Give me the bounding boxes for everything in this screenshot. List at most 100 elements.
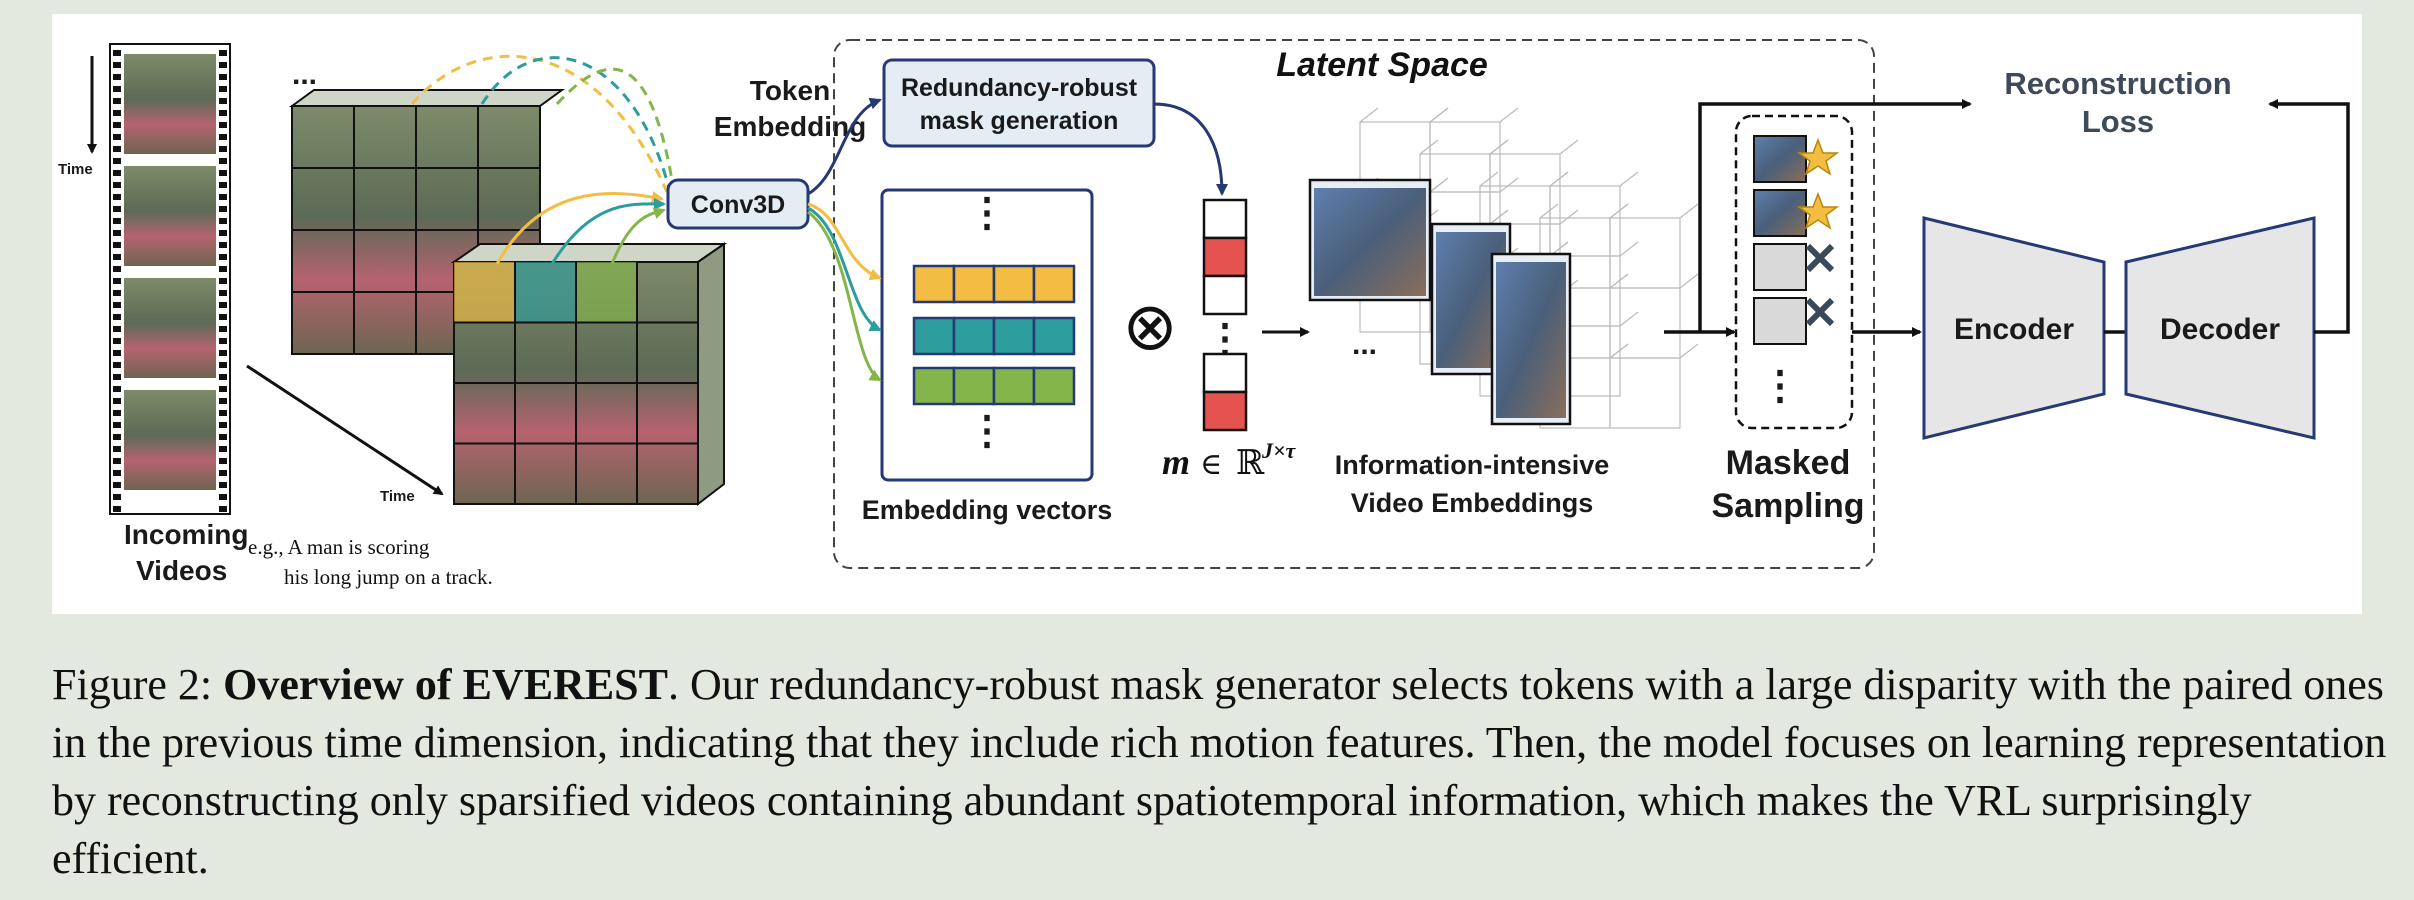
sprocket-hole (113, 158, 121, 164)
arrow-to-green-row (807, 210, 882, 382)
sprocket-hole (113, 242, 121, 248)
embedding-vdots-bottom: ⋮ (967, 409, 1007, 453)
mask-generation-label-line2: mask generation (920, 107, 1119, 135)
sprocket-hole (219, 182, 227, 188)
highlight-token-yellow (454, 262, 515, 322)
sprocket-hole (113, 446, 121, 452)
selected-token-blocks (1308, 178, 1572, 426)
sprocket-hole (219, 242, 227, 248)
decoder-block (2124, 216, 2316, 440)
latent-space-label: Latent Space (1276, 46, 1488, 84)
reconstruction-loss-label-line1: Reconstruction (2004, 66, 2231, 101)
sprocket-hole (219, 470, 227, 476)
sprocket-hole (113, 350, 121, 356)
embedding-cell-green (1032, 366, 1076, 406)
sprocket-hole (113, 506, 121, 512)
sprocket-hole (219, 146, 227, 152)
arrow-maskgen-to-mask (1153, 102, 1228, 196)
sprocket-hole (113, 86, 121, 92)
kept-token-2 (1753, 189, 1807, 237)
sprocket-hole (219, 86, 227, 92)
sprocket-hole (219, 170, 227, 176)
sprocket-hole (219, 326, 227, 332)
embedding-cell-teal (912, 316, 956, 356)
sprocket-hole (219, 494, 227, 500)
sprocket-hole (219, 386, 227, 392)
highlight-token-teal (515, 262, 576, 322)
time-label-diagonal: Time (380, 488, 415, 505)
video-frame-1 (124, 54, 216, 154)
decoder-label: Decoder (2160, 313, 2280, 346)
sprocket-hole (219, 50, 227, 56)
caption-body: . Our redundancy-robust mask generator s… (52, 660, 2387, 883)
lattice-edge (1609, 203, 1629, 219)
sprocket-hole (113, 122, 121, 128)
curve-teal-dashed (480, 56, 672, 193)
example-caption-line2: his long jump on a track. (284, 565, 493, 589)
highlight-token-green (576, 262, 637, 322)
sprocket-hole (113, 398, 121, 404)
sprocket-hole (113, 410, 121, 416)
lattice-edge (1609, 273, 1629, 289)
front-cube-grid (454, 262, 698, 504)
sprocket-hole (113, 218, 121, 224)
incoming-videos-label-line2: Videos (136, 555, 227, 586)
video-frame-4 (124, 390, 216, 490)
mask-generation-label-line1: Redundancy-robust (901, 74, 1138, 102)
film-strip (109, 43, 231, 515)
kept-token-1 (1753, 135, 1807, 183)
lattice-edge (1619, 311, 1639, 327)
lattice-edge (1559, 139, 1579, 155)
caption-prefix: Figure 2: (52, 660, 224, 709)
sprocket-hole (219, 446, 227, 452)
encoder-label: Encoder (1954, 313, 2074, 346)
lattice-edge (1479, 171, 1499, 187)
mask-formula-exponent: J×τ (1261, 438, 1297, 463)
sprocket-hole (113, 338, 121, 344)
embedding-cell-teal (1032, 316, 1076, 356)
sprocket-hole (113, 290, 121, 296)
token-embedding-label-line1: Token (750, 75, 830, 106)
lattice-edge (1679, 273, 1699, 289)
lattice-edge (1499, 177, 1519, 193)
sprocket-hole (219, 134, 227, 140)
sprocket-hole (113, 302, 121, 308)
sprocket-hole (219, 266, 227, 272)
sprocket-hole (219, 230, 227, 236)
masked-sampling-label-line2: Sampling (1711, 487, 1864, 525)
sprocket-hole (219, 482, 227, 488)
embeddings-ellipsis: ... (1352, 328, 1377, 361)
sprocket-hole (219, 314, 227, 320)
embedding-rows (912, 264, 1076, 406)
token-embedding-label-line2: Embedding (714, 111, 866, 142)
curve-teal (550, 197, 666, 265)
sprocket-hole (219, 506, 227, 512)
curve-green (610, 207, 666, 265)
caption-title: Overview of EVEREST (223, 660, 668, 709)
sprocket-hole (113, 434, 121, 440)
sprocket-hole (113, 422, 121, 428)
sprocket-hole (113, 494, 121, 500)
embedding-vectors-label: Embedding vectors (862, 495, 1113, 525)
more-frames-ellipsis: ... (292, 58, 317, 91)
sprocket-hole (113, 146, 121, 152)
lattice-edge (1429, 177, 1449, 193)
mask-cell-red-2 (1202, 390, 1248, 432)
latent-space-region (833, 39, 1875, 569)
sampled-tokens: ⋮ (1753, 135, 1840, 408)
masked-sampling-label-line1: Masked (1726, 444, 1851, 482)
sprocket-hole (113, 50, 121, 56)
sprocket-hole (113, 470, 121, 476)
sprocket-hole (113, 62, 121, 68)
lattice-edge (1559, 209, 1579, 225)
embedding-cell-teal (952, 316, 996, 356)
embedding-vdots-top: ⋮ (967, 191, 1007, 235)
sprocket-hole (219, 74, 227, 80)
encoder-block (1922, 216, 2106, 440)
sprocket-hole (219, 350, 227, 356)
masked-sampling-box (1734, 114, 1854, 430)
embedding-cell-yellow (992, 264, 1036, 304)
sprocket-hole (219, 362, 227, 368)
sprocket-hole (113, 170, 121, 176)
sprocket-hole (219, 374, 227, 380)
